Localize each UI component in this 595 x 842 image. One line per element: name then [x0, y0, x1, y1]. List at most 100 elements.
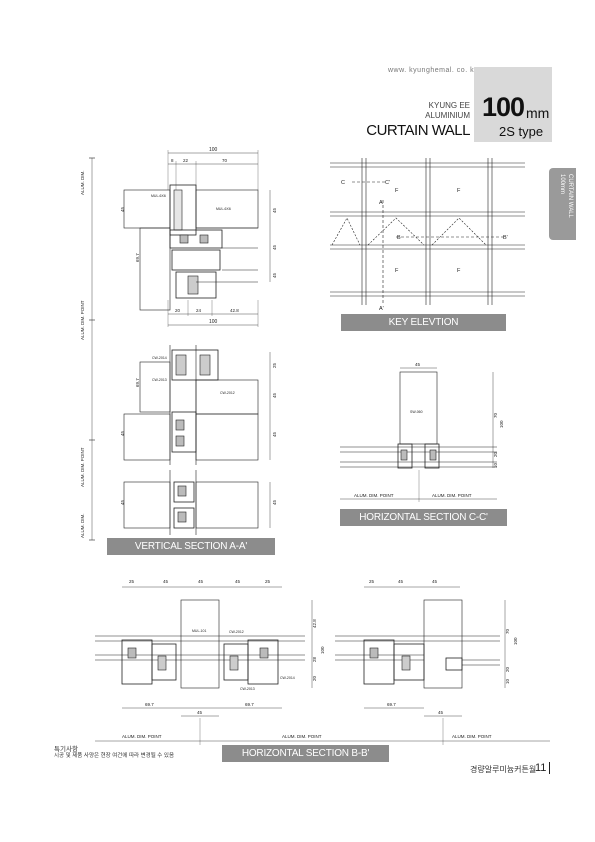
dim-45-c: 45 — [120, 499, 125, 505]
b-right-100: 100 — [320, 646, 325, 654]
key-label-f3: F — [395, 268, 399, 274]
dim-100-bottom: 100 — [209, 319, 218, 325]
brand-subtitle: ALUMINIUM — [425, 111, 470, 120]
dim-r2-c: 45 — [272, 431, 277, 437]
vertical-section-a-title: VERTICAL SECTION A-A' — [107, 538, 275, 555]
dim-22: 22 — [183, 158, 189, 163]
horizontal-section-b-title: HORIZONTAL SECTION B-B' — [222, 745, 389, 762]
dim-45-b: 45 — [120, 430, 125, 436]
vertical-section-drawing: ALUM. DIM. ALUM. DIM. POINT ALUM. DIM. P… — [80, 147, 277, 541]
part-cw-2012: CW-2012 — [220, 391, 235, 395]
horizontal-section-c-title: HORIZONTAL SECTION C-C' — [340, 509, 507, 526]
br-right-70: 70 — [505, 628, 510, 634]
c-dim-100: 100 — [499, 420, 504, 428]
key-label-a: A — [379, 200, 383, 206]
br-top-45b: 45 — [432, 579, 438, 584]
key-label-c-prime: C' — [385, 180, 390, 186]
br-point-1: ALUM. DIM. POINT — [452, 734, 492, 739]
c-dim-10: 10 — [493, 462, 498, 468]
b-right-42-8: 42.8 — [312, 619, 317, 628]
key-label-b-prime: B' — [503, 235, 508, 241]
dim-100-top: 100 — [209, 147, 218, 153]
key-label-b: B — [397, 235, 401, 241]
size-unit: mm — [526, 105, 550, 121]
b-point-2: ALUM. DIM. POINT — [282, 734, 322, 739]
b-top-45b: 45 — [198, 579, 204, 584]
footer-text: 경량알루미늄커튼월 — [470, 765, 537, 774]
brand-name: KYUNG EE — [428, 101, 470, 110]
b-part-mul: MUL-101 — [192, 629, 206, 633]
part-cw-2014: CW-2014 — [152, 356, 167, 360]
dim-69-7-b: 69.7 — [135, 378, 140, 387]
horizontal-b-drawing: 25 45 45 45 25 MUL-101 CW-2012 CW-2013 C… — [95, 579, 550, 745]
key-label-f1: F — [395, 188, 399, 194]
website-url: www. kyunghemal. co. kr — [388, 67, 477, 74]
side-tab-line1: CURTAIN WALL — [567, 174, 573, 218]
key-elevation-title: KEY ELEVTION — [341, 314, 506, 331]
br-right-10: 10 — [505, 678, 510, 684]
b-top-25a: 25 — [129, 579, 135, 584]
type-label: 2S type — [499, 124, 544, 139]
b-part-cw2012: CW-2012 — [229, 630, 244, 634]
b-right-20: 20 — [312, 675, 317, 681]
key-label-a-prime: A' — [379, 306, 384, 312]
patent-note-text: 시공 및 제품 사양은 현장 여건에 따라 변경될 수 있음 — [54, 753, 175, 759]
side-tab-line2: 100mm — [559, 174, 565, 195]
size-box: 100 mm 2S type — [474, 67, 552, 142]
side-tab[interactable]: CURTAIN WALL 100mm — [549, 168, 576, 240]
key-elevation-drawing: C C' A A' B B' F F F F — [330, 158, 525, 312]
alum-dim-point-label-1: ALUM. DIM. POINT — [80, 300, 85, 340]
b-top-45a: 45 — [163, 579, 169, 584]
dim-24: 24 — [196, 308, 202, 313]
dim-42-8: 42.8 — [230, 308, 239, 313]
b-top-45c: 45 — [235, 579, 241, 584]
dim-69-7-a: 69.7 — [135, 253, 140, 262]
c-point-2: ALUM. DIM. POINT — [432, 493, 472, 498]
key-label-c: C — [341, 180, 345, 186]
b-part-cw2014: CW-2014 — [280, 676, 295, 680]
b-part-cw2013: CW-2013 — [240, 687, 255, 691]
b-bottom-69-7a: 69.7 — [145, 702, 154, 707]
b-right-28: 28 — [312, 656, 317, 662]
dim-70: 70 — [222, 158, 228, 163]
br-bottom-69-7: 69.7 — [387, 702, 396, 707]
part-mul-2: MUL-6X6 — [216, 207, 231, 211]
dim-r3-a: 45 — [272, 499, 277, 505]
horizontal-c-drawing: 45 SW-060 70 100 20 10 ALUM. DIM. POINT … — [340, 362, 504, 502]
key-label-f2: F — [457, 188, 461, 194]
br-bottom-45: 45 — [438, 710, 444, 715]
br-right-100: 100 — [513, 637, 518, 645]
side-tab-label: CURTAIN WALL 100mm — [551, 174, 574, 218]
dim-r1-a: 45 — [272, 207, 277, 213]
br-top-25: 25 — [369, 579, 375, 584]
br-top-45a: 45 — [398, 579, 404, 584]
part-cw-2013: CW-2013 — [152, 378, 167, 382]
b-top-25b: 25 — [265, 579, 271, 584]
c-point-1: ALUM. DIM. POINT — [354, 493, 394, 498]
part-mul-1: MUL-6X6 — [151, 194, 166, 198]
dim-r2-a: 25 — [272, 362, 277, 368]
c-part: SW-060 — [410, 410, 423, 414]
dim-8: 8 — [171, 158, 174, 163]
alum-dim-label-1: ALUM. DIM. — [80, 170, 85, 195]
page-title: CURTAIN WALL — [366, 122, 470, 139]
c-dim-20: 20 — [493, 451, 498, 457]
b-bottom-69-7b: 69.7 — [245, 702, 254, 707]
page-divider — [549, 762, 550, 774]
dim-45-a: 45 — [120, 206, 125, 212]
page-number: 11 — [535, 762, 547, 774]
b-point-1: ALUM. DIM. POINT — [122, 734, 162, 739]
c-dim-70: 70 — [493, 412, 498, 418]
alum-dim-label-2: ALUM. DIM. — [80, 513, 85, 538]
c-dim-top: 45 — [415, 362, 421, 367]
b-bottom-45: 45 — [197, 710, 203, 715]
dim-r2-b: 45 — [272, 392, 277, 398]
horizontal-b-right-drawing: 25 45 45 70 100 20 10 69.7 45 ALUM. DIM.… — [335, 579, 518, 745]
dim-20: 20 — [175, 308, 181, 313]
size-value: 100 — [482, 92, 525, 122]
alum-dim-point-label-2: ALUM. DIM. POINT — [80, 447, 85, 487]
br-right-20: 20 — [505, 666, 510, 672]
patent-note-title: 특기사항 — [54, 746, 78, 753]
key-label-f4: F — [457, 268, 461, 274]
